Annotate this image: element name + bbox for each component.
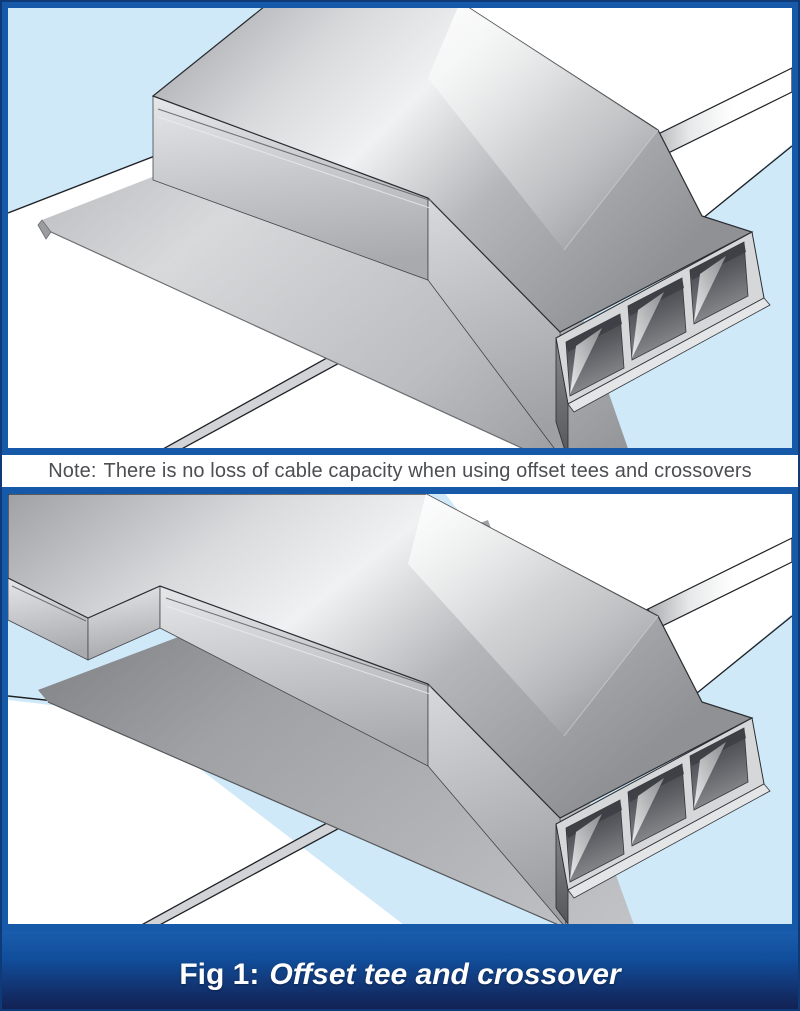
note-body: There is no loss of cable capacity when …	[103, 460, 752, 482]
end-side-wall	[555, 823, 569, 924]
offset-tee-illustration	[8, 494, 792, 924]
compartment-1	[689, 241, 749, 325]
offset-crossover-illustration	[8, 8, 792, 448]
figure-caption-banner: Fig 1: Offset tee and crossover	[0, 924, 800, 1011]
tee-arm-lid-line	[11, 585, 87, 622]
crossover-top-face	[151, 8, 754, 333]
figure-caption: Fig 1: Offset tee and crossover	[179, 958, 620, 992]
corridor-edge-line	[8, 153, 161, 214]
note-band: Note: There is no loss of cable capacity …	[2, 448, 798, 494]
end-side-wall	[555, 337, 569, 448]
note-label: Note:	[48, 460, 97, 482]
under-run-end-cap-left	[37, 219, 52, 240]
compartment-3	[565, 313, 625, 397]
compartment-2	[627, 763, 687, 847]
end-bottom-lip	[567, 297, 771, 413]
compartment-3	[565, 799, 625, 883]
lid-edge-line	[157, 108, 433, 202]
panel-offset-tee	[8, 494, 792, 924]
compartment-2	[627, 277, 687, 361]
lid-edge-line	[165, 597, 433, 688]
figure-number-label: Fig 1:	[179, 957, 260, 991]
compartment-1	[689, 727, 749, 811]
open-end-three-compartments	[555, 717, 771, 924]
note-text: Note: There is no loss of cable capacity …	[48, 455, 752, 487]
end-bottom-lip	[567, 783, 771, 899]
offset-ramp-highlight	[428, 8, 658, 250]
offset-ramp-highlight	[408, 494, 658, 736]
corridor-white-left	[8, 700, 403, 924]
figure-title: Offset tee and crossover	[269, 957, 621, 991]
panel-offset-crossover	[8, 8, 792, 448]
open-end-three-compartments	[555, 231, 771, 448]
